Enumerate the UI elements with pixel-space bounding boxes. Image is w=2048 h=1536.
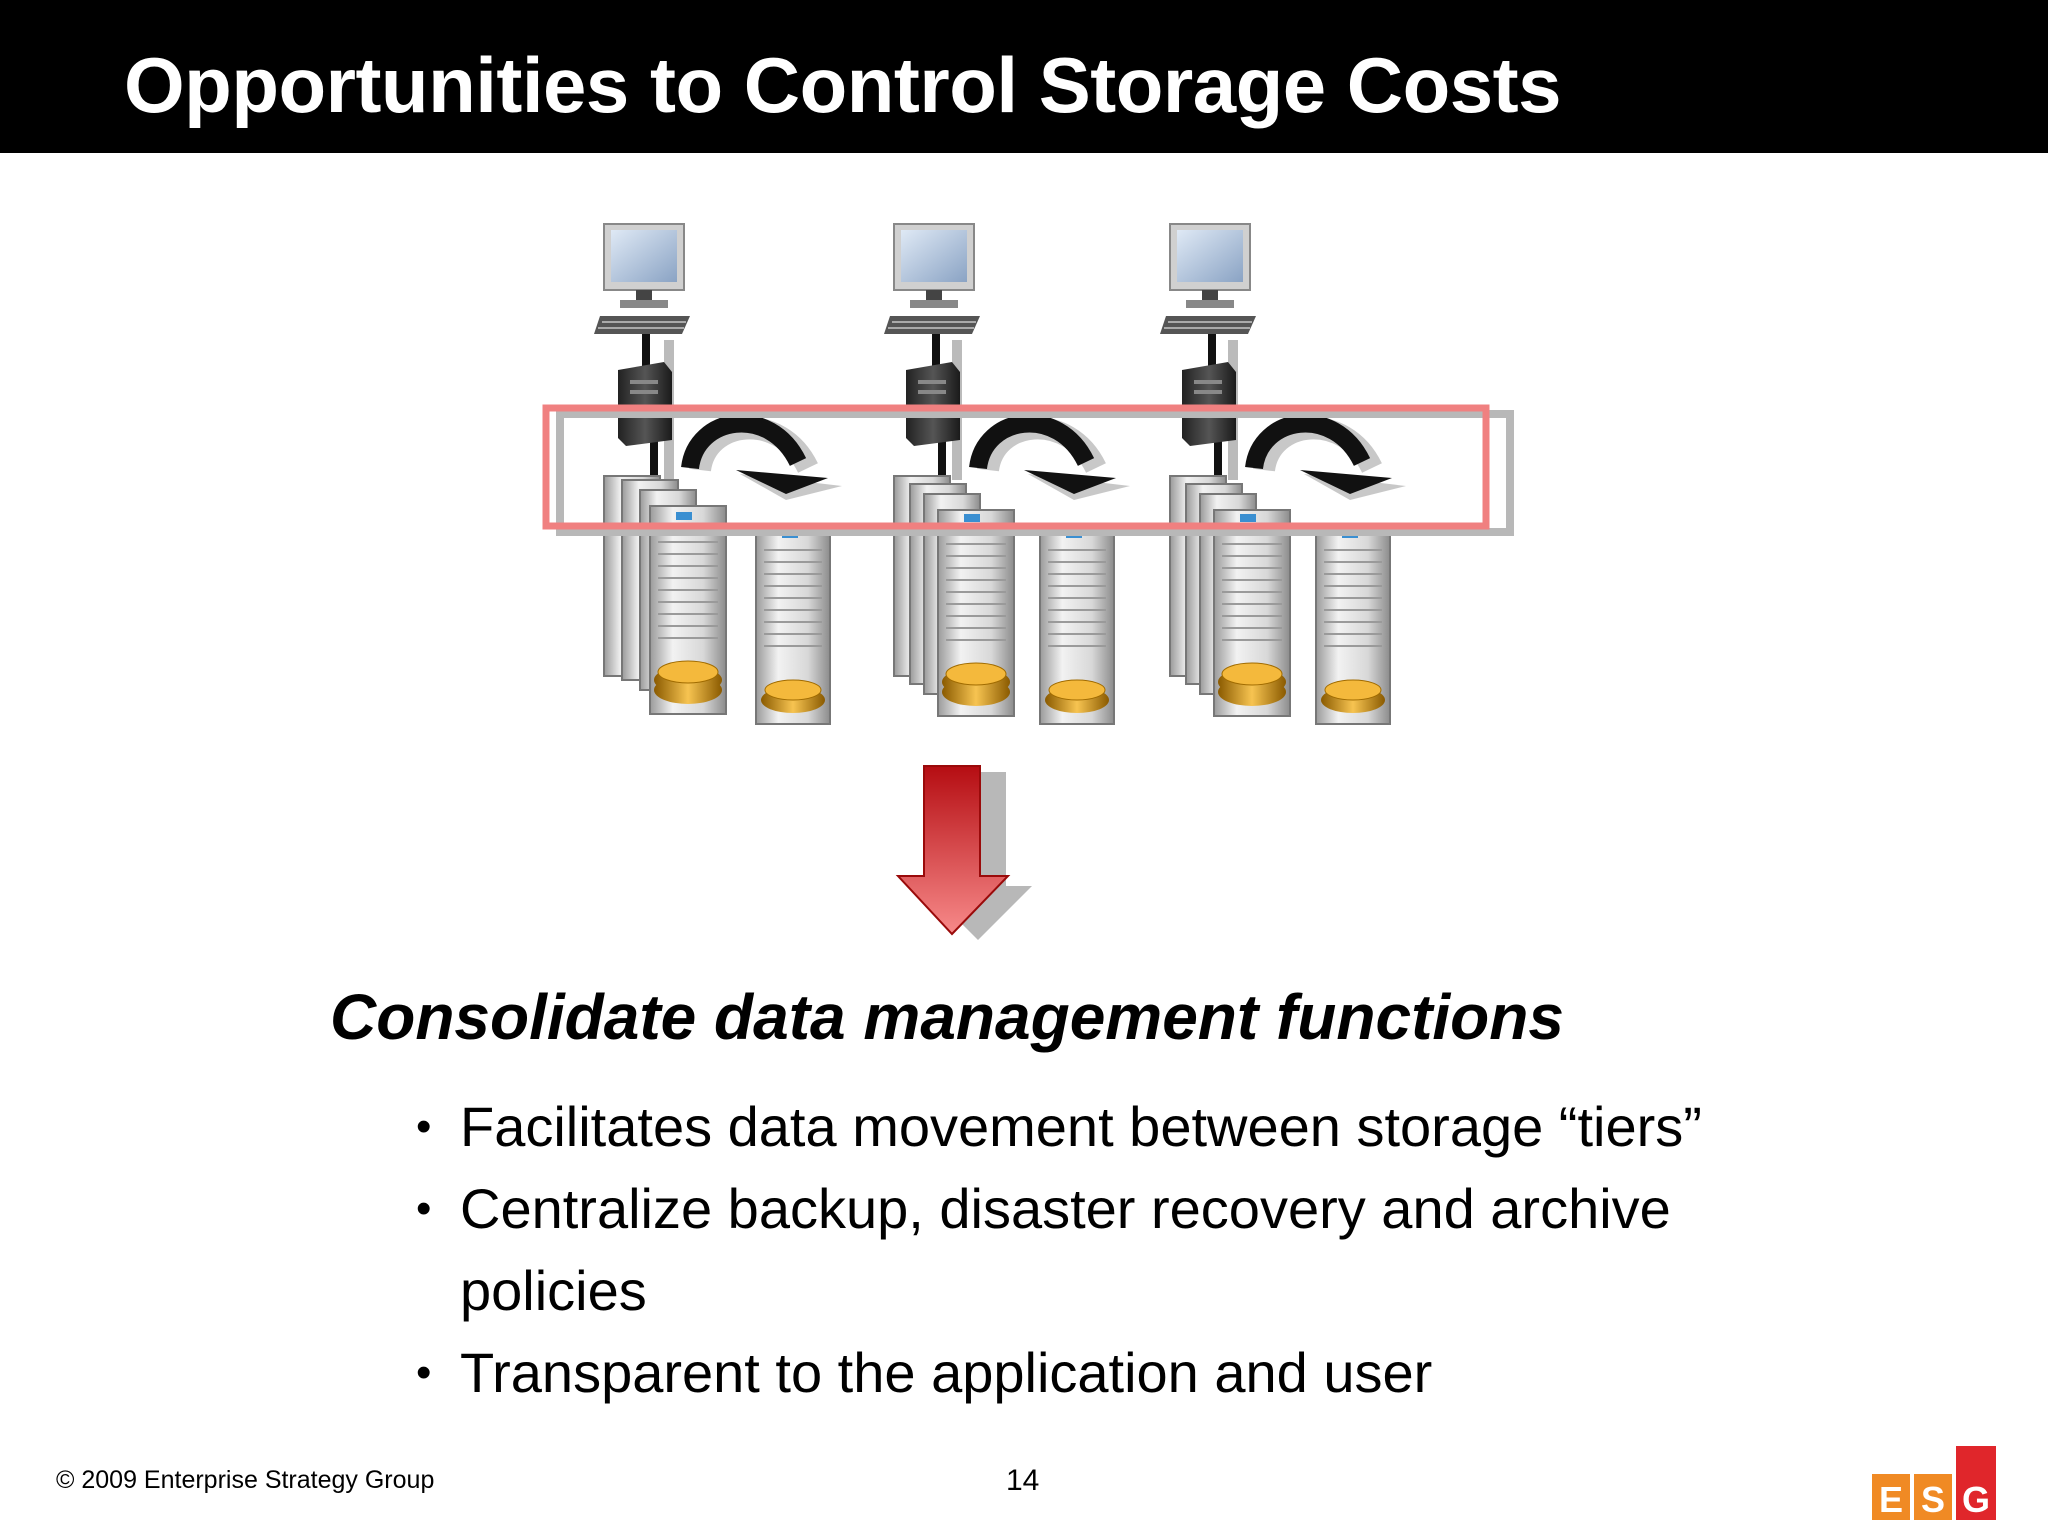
slide-title: Opportunities to Control Storage Costs (124, 41, 1562, 129)
page-number: 14 (1006, 1464, 1040, 1497)
storage-array-icon (755, 527, 831, 725)
monitor-icon (1169, 223, 1251, 308)
down-arrow-icon (895, 765, 1032, 940)
server-tower-icon (906, 362, 960, 446)
curved-arrow-icon (681, 414, 842, 500)
curved-arrow-icon (1245, 414, 1406, 500)
highlight-box (542, 404, 1514, 536)
bullet-item: • Facilitates data movement between stor… (412, 1086, 2020, 1168)
storage-array-icon (603, 475, 727, 715)
bullet-text: Centralize backup, disaster recovery and… (460, 1177, 1671, 1322)
server-tower-icon (1182, 362, 1236, 446)
logo-letter: E (1879, 1479, 1903, 1520)
storage-group-1 (594, 223, 842, 725)
bullet-item: • Centralize backup, disaster recovery a… (412, 1168, 1840, 1332)
title-bar: Opportunities to Control Storage Costs (0, 0, 2048, 153)
bullet-text: Transparent to the application and user (460, 1341, 1433, 1404)
bullet-marker: • (416, 1184, 432, 1233)
monitor-icon (603, 223, 685, 308)
bullet-text: Facilitates data movement between storag… (460, 1095, 1702, 1158)
logo-letter: S (1921, 1479, 1945, 1520)
esg-logo: E S G (1872, 1446, 1996, 1520)
server-tower-icon (618, 362, 672, 446)
bullet-marker: • (416, 1102, 432, 1151)
storage-array-icon (1169, 475, 1291, 717)
copyright-text: © 2009 Enterprise Strategy Group (56, 1466, 435, 1494)
headline: Consolidate data management functions (330, 981, 1564, 1053)
bullet-marker: • (416, 1348, 432, 1397)
logo-letter: G (1962, 1479, 1990, 1520)
storage-array-icon (1039, 527, 1115, 725)
bullet-item: • Transparent to the application and use… (412, 1332, 2020, 1414)
keyboard-icon (594, 316, 690, 334)
storage-group-2 (884, 223, 1130, 725)
keyboard-icon (884, 316, 980, 334)
bullet-list: • Facilitates data movement between stor… (412, 1086, 2020, 1414)
storage-array-icon (893, 475, 1015, 717)
curved-arrow-icon (969, 414, 1130, 500)
storage-array-icon (1315, 527, 1391, 725)
storage-diagram (542, 223, 1514, 940)
monitor-icon (893, 223, 975, 308)
storage-group-3 (1160, 223, 1406, 725)
keyboard-icon (1160, 316, 1256, 334)
